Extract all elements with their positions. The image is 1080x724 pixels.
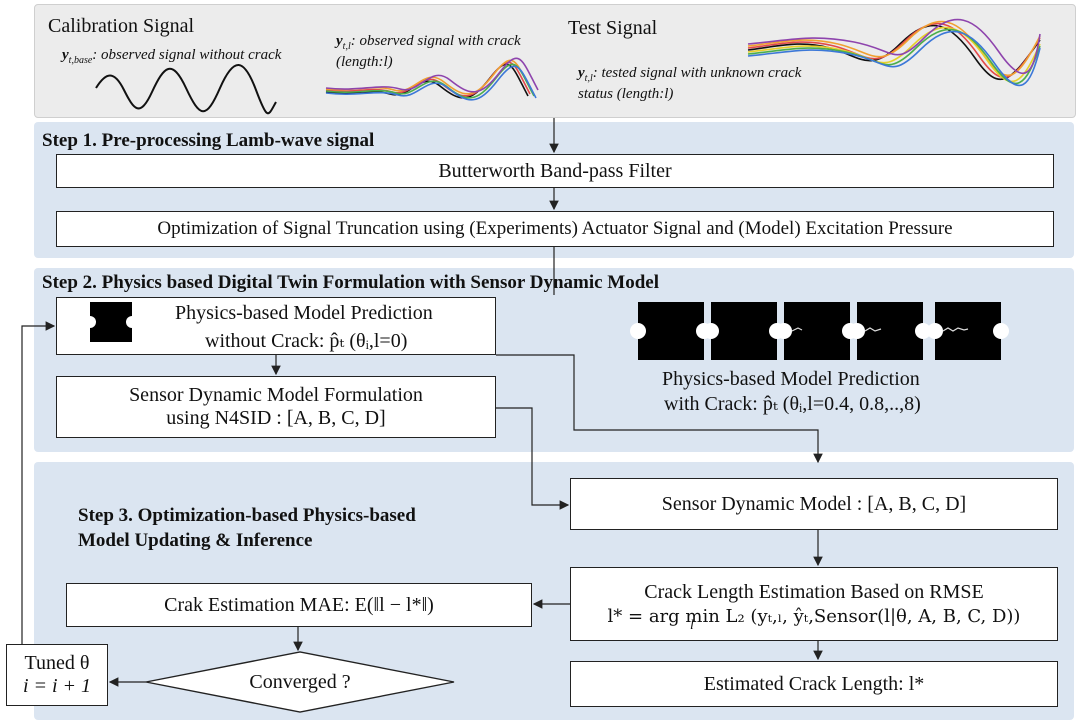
crack-prediction-label: Physics-based Model Prediction with Crac…: [662, 368, 921, 415]
calibration-signal-wave: [95, 64, 277, 115]
plate-holes: [84, 316, 1009, 339]
sensor-formulation-box: Sensor Dynamic Model Formulation using N…: [56, 376, 496, 438]
step1-title: Step 1. Pre-processing Lamb-wave signal: [42, 130, 375, 151]
test-signals: [747, 18, 1041, 87]
calibration-title: Calibration Signal: [48, 15, 195, 37]
argmin-subscript: l: [690, 618, 694, 633]
plate-crack-image-4: [857, 302, 923, 360]
converged-label: Converged ?: [249, 671, 350, 693]
test-title: Test Signal: [568, 17, 658, 39]
sensor-model-box: Sensor Dynamic Model : [A, B, C, D]: [570, 478, 1058, 530]
step2-title: Step 2. Physics based Digital Twin Formu…: [42, 272, 660, 293]
signal-panel: [34, 4, 1076, 118]
plate-crack-image-5: [935, 302, 1001, 360]
truncation-box: Optimization of Signal Truncation using …: [56, 211, 1054, 247]
step3-title: Step 3. Optimization-based Physics-based…: [78, 505, 416, 551]
plate-crack-image-2: [711, 302, 777, 360]
rmse-estimation-box: Crack Length Estimation Based on RMSE l*…: [570, 567, 1058, 641]
converged-diamond: [145, 651, 455, 713]
bandpass-filter-box: Butterworth Band-pass Filter: [56, 154, 1054, 188]
plate-crack-image-1: [638, 302, 704, 360]
estimated-length-box: Estimated Crack Length: l*: [570, 661, 1058, 707]
tuned-theta-box: Tuned θ i = i + 1: [6, 644, 108, 706]
ytl-label: yt,l: observed signal with crack (length…: [336, 33, 521, 70]
plate-crack-image-3: [784, 302, 850, 360]
ytest-label: yt,l: tested signal with unknown crack s…: [578, 65, 802, 102]
observed-crack-signals: [325, 57, 539, 101]
mae-box: Crak Estimation MAE: E(‖l − l*‖): [66, 583, 532, 627]
plate-no-crack-image: [90, 302, 132, 342]
ybase-label: yt,base: observed signal without crack: [62, 47, 282, 66]
crack-lines: [791, 327, 969, 332]
